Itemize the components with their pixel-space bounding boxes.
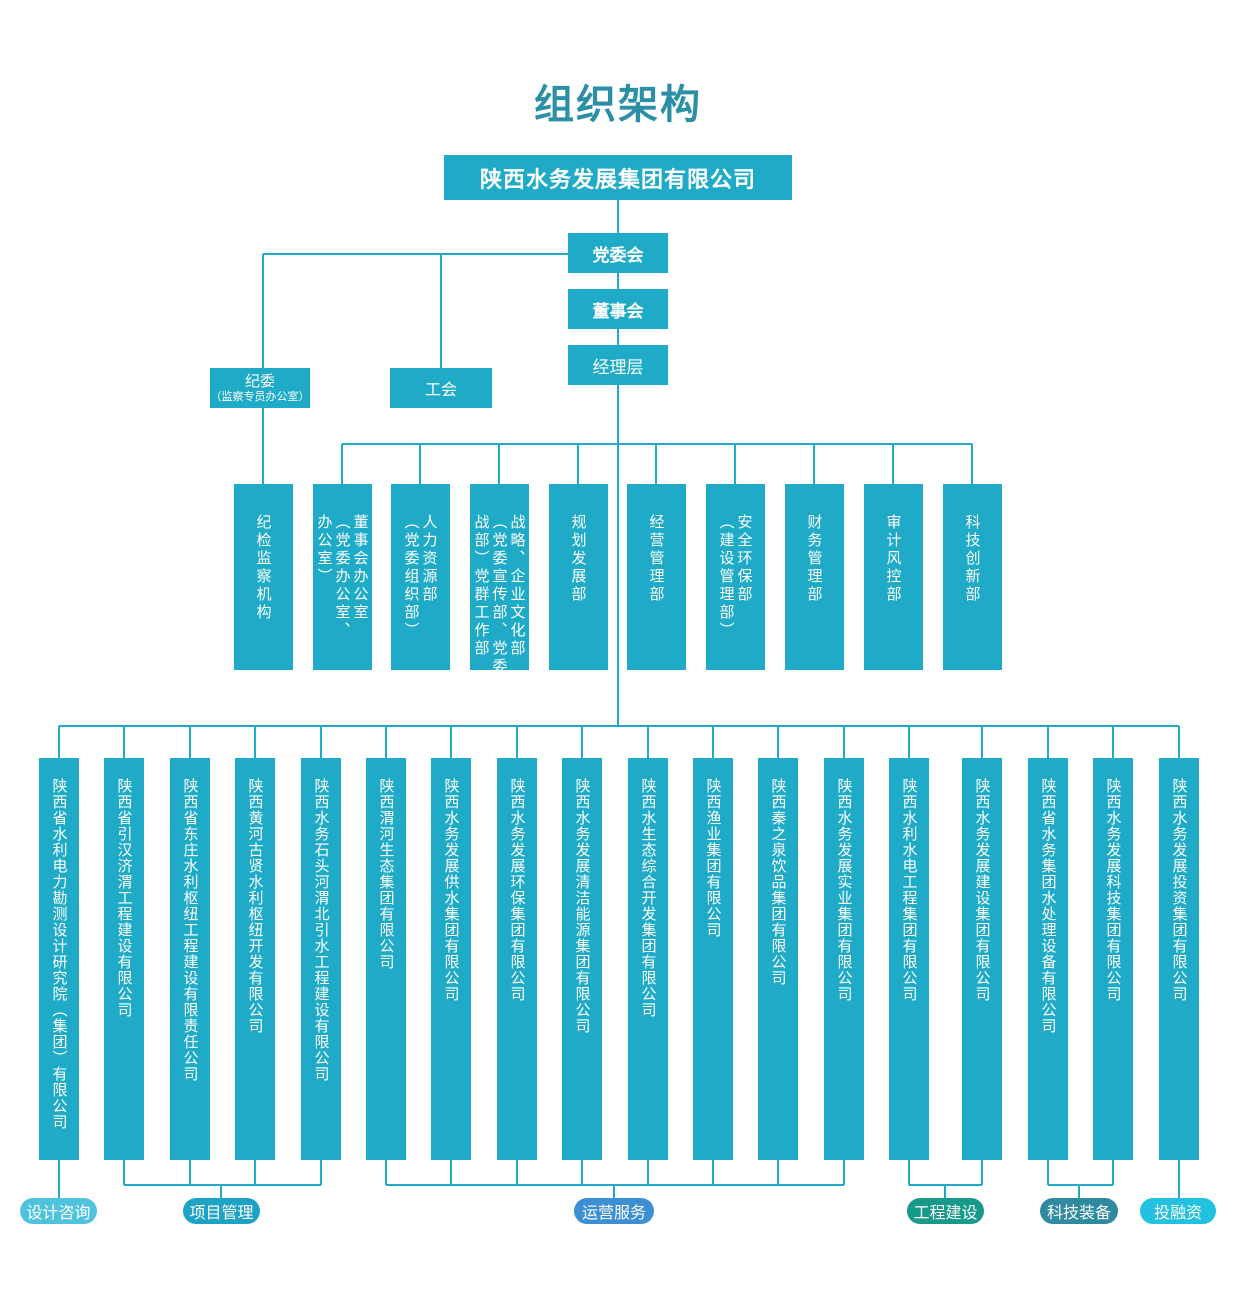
subsidiary-label: 陕西水利水电工程集团有限公司 bbox=[900, 778, 919, 1002]
board-box: 董事会 bbox=[568, 289, 668, 329]
department-label: 战略、企业文化部 （党委宣传部、党委统 战部）党群工作部 bbox=[472, 514, 527, 694]
subsidiary-box: 陕西水务石头河渭北引水工程建设有限公司 bbox=[301, 758, 341, 1160]
discipline-committee-label: 纪委 bbox=[244, 371, 275, 390]
subsidiary-box: 陕西省引汉济渭工程建设有限公司 bbox=[104, 758, 144, 1160]
discipline-committee-sublabel: （监察专员办公室） bbox=[210, 389, 310, 403]
subsidiary-label: 陕西水务发展投资集团有限公司 bbox=[1170, 778, 1189, 1002]
subsidiary-label: 陕西秦之泉饮品集团有限公司 bbox=[769, 778, 788, 986]
subsidiary-label: 陕西省水务集团水处理设备有限公司 bbox=[1039, 778, 1058, 1034]
department-label: 财务管理部 bbox=[805, 514, 824, 604]
subsidiary-box: 陕西省水务集团水处理设备有限公司 bbox=[1028, 758, 1068, 1160]
subsidiary-box: 陕西省水利电力勘测设计研究院（集团）有限公司 bbox=[39, 758, 79, 1160]
subsidiary-label: 陕西水务发展环保集团有限公司 bbox=[508, 778, 527, 1002]
subsidiary-label: 陕西水务石头河渭北引水工程建设有限公司 bbox=[312, 778, 331, 1082]
subsidiary-label: 陕西省东庄水利枢纽工程建设有限责任公司 bbox=[181, 778, 200, 1082]
subsidiary-box: 陕西水务发展投资集团有限公司 bbox=[1159, 758, 1199, 1160]
department-box: 科技创新部 bbox=[943, 484, 1002, 670]
subsidiary-box: 陕西水生态综合开发集团有限公司 bbox=[628, 758, 668, 1160]
subsidiary-box: 陕西渔业集团有限公司 bbox=[693, 758, 733, 1160]
department-label: 规划发展部 bbox=[569, 514, 588, 604]
department-label: 安全环保部 （建设管理部） bbox=[717, 514, 754, 640]
group-company-box: 陕西水务发展集团有限公司 bbox=[444, 155, 792, 200]
subsidiary-box: 陕西秦之泉饮品集团有限公司 bbox=[758, 758, 798, 1160]
department-label: 科技创新部 bbox=[963, 514, 982, 604]
subsidiary-label: 陕西省水利电力勘测设计研究院（集团）有限公司 bbox=[50, 778, 69, 1130]
department-box: 董事会办公室 （党委办公室、 办公室） bbox=[313, 484, 372, 670]
category-tag-operation: 运营服务 bbox=[574, 1198, 654, 1224]
department-label: 董事会办公室 （党委办公室、 办公室） bbox=[315, 514, 370, 640]
department-box: 经营管理部 bbox=[627, 484, 686, 670]
management-box: 经理层 bbox=[568, 345, 668, 385]
subsidiary-label: 陕西渔业集团有限公司 bbox=[704, 778, 723, 938]
subsidiary-box: 陕西水务发展实业集团有限公司 bbox=[824, 758, 864, 1160]
category-tag-tech: 科技装备 bbox=[1040, 1198, 1118, 1224]
subsidiary-label: 陕西水生态综合开发集团有限公司 bbox=[639, 778, 658, 1018]
category-tag-design: 设计咨询 bbox=[20, 1198, 97, 1224]
subsidiary-label: 陕西水务发展供水集团有限公司 bbox=[442, 778, 461, 1002]
department-label: 经营管理部 bbox=[647, 514, 666, 604]
department-label: 人力资源部 （党委组织部） bbox=[402, 514, 439, 640]
department-box: 纪检监察机构 bbox=[234, 484, 293, 670]
subsidiary-box: 陕西水务发展供水集团有限公司 bbox=[431, 758, 471, 1160]
department-label: 纪检监察机构 bbox=[254, 514, 273, 622]
subsidiary-box: 陕西水利水电工程集团有限公司 bbox=[889, 758, 929, 1160]
subsidiary-label: 陕西省引汉济渭工程建设有限公司 bbox=[115, 778, 134, 1018]
category-tag-finance: 投融资 bbox=[1140, 1198, 1216, 1224]
subsidiary-box: 陕西水务发展建设集团有限公司 bbox=[962, 758, 1002, 1160]
department-box: 规划发展部 bbox=[549, 484, 608, 670]
page-title: 组织架构 bbox=[534, 82, 702, 128]
department-box: 安全环保部 （建设管理部） bbox=[706, 484, 765, 670]
subsidiary-label: 陕西水务发展建设集团有限公司 bbox=[973, 778, 992, 1002]
subsidiary-box: 陕西水务发展环保集团有限公司 bbox=[497, 758, 537, 1160]
department-box: 财务管理部 bbox=[785, 484, 844, 670]
subsidiary-box: 陕西水务发展清洁能源集团有限公司 bbox=[562, 758, 602, 1160]
subsidiary-label: 陕西黄河古贤水利枢纽开发有限公司 bbox=[246, 778, 265, 1034]
subsidiary-box: 陕西省东庄水利枢纽工程建设有限责任公司 bbox=[170, 758, 210, 1160]
subsidiary-box: 陕西渭河生态集团有限公司 bbox=[366, 758, 406, 1160]
subsidiary-label: 陕西水务发展科技集团有限公司 bbox=[1104, 778, 1123, 1002]
department-box: 人力资源部 （党委组织部） bbox=[391, 484, 450, 670]
party-committee-box: 党委会 bbox=[568, 233, 668, 273]
subsidiary-label: 陕西水务发展实业集团有限公司 bbox=[835, 778, 854, 1002]
department-box: 审计风控部 bbox=[864, 484, 923, 670]
department-box: 战略、企业文化部 （党委宣传部、党委统 战部）党群工作部 bbox=[470, 484, 529, 694]
category-tag-engineering: 工程建设 bbox=[907, 1198, 984, 1224]
department-label: 审计风控部 bbox=[884, 514, 903, 604]
subsidiary-box: 陕西水务发展科技集团有限公司 bbox=[1093, 758, 1133, 1160]
subsidiary-box: 陕西黄河古贤水利枢纽开发有限公司 bbox=[235, 758, 275, 1160]
union-box: 工会 bbox=[390, 368, 492, 408]
subsidiary-label: 陕西渭河生态集团有限公司 bbox=[377, 778, 396, 970]
discipline-committee-box: 纪委 （监察专员办公室） bbox=[210, 368, 310, 408]
category-tag-project: 项目管理 bbox=[183, 1198, 260, 1224]
subsidiary-label: 陕西水务发展清洁能源集团有限公司 bbox=[573, 778, 592, 1034]
